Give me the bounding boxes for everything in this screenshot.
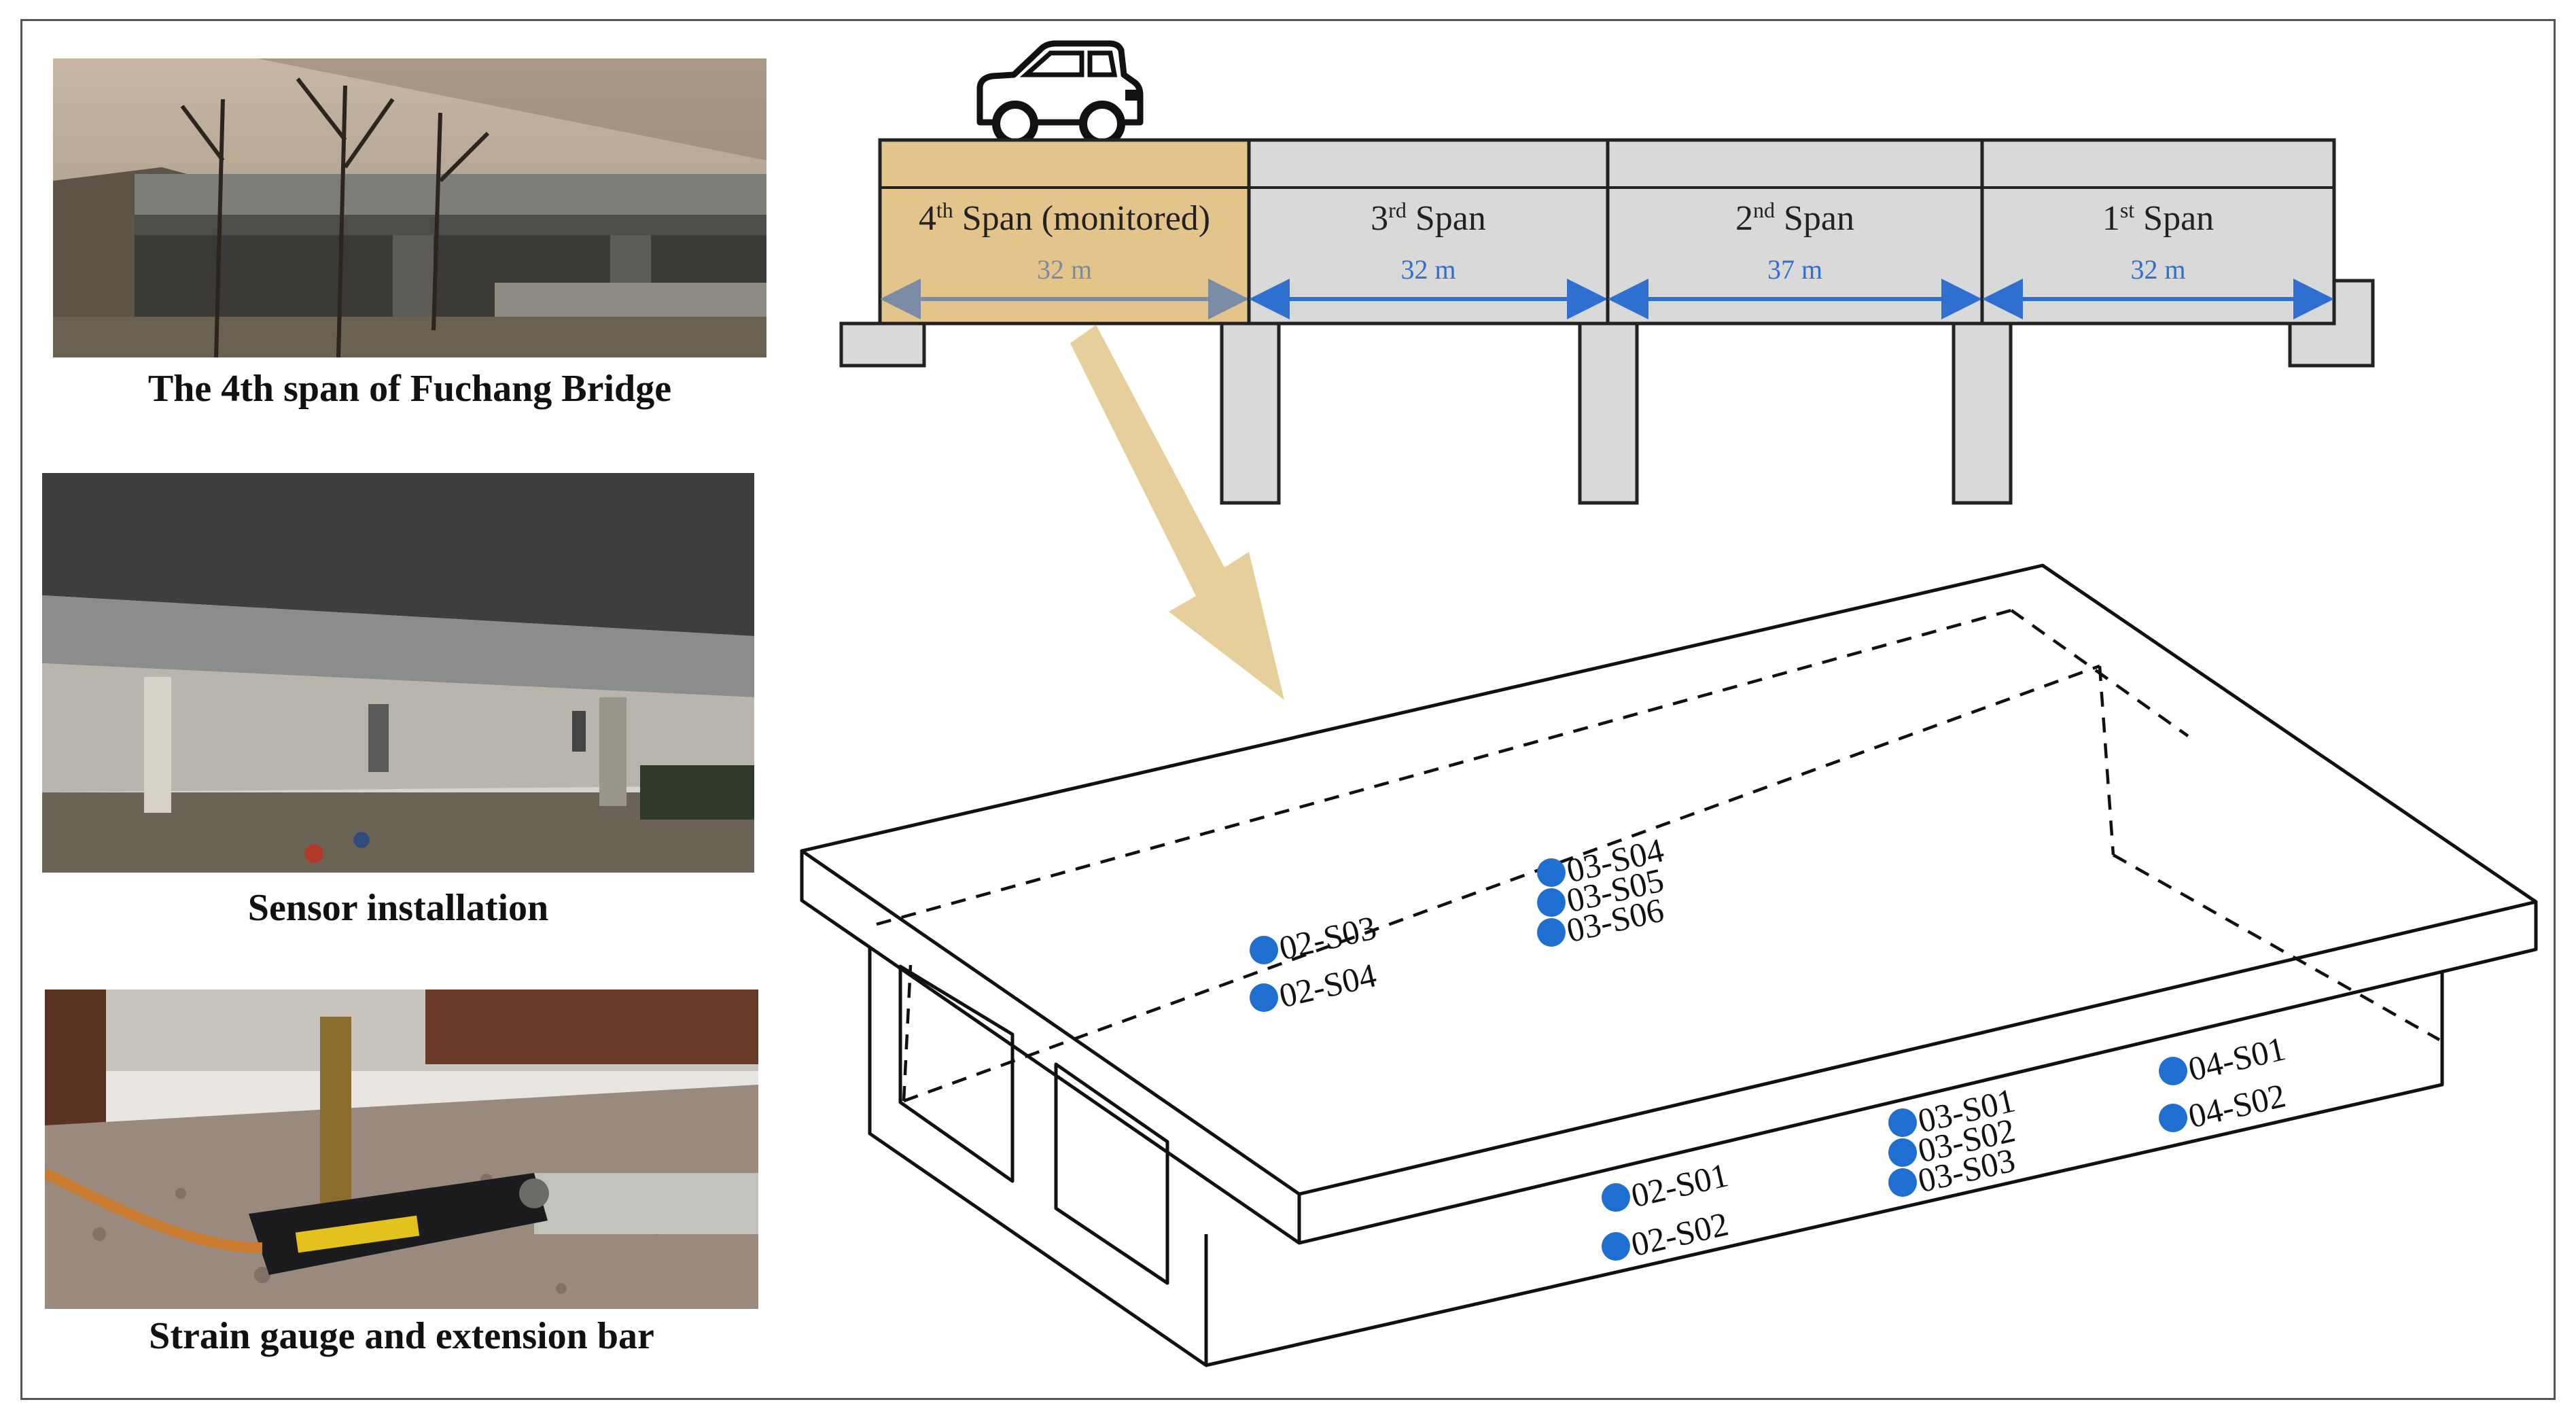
span-elevation: 4th Span (monitored) 32 m 3rd Span 32 m 2nd …	[878, 138, 2336, 326]
car-icon	[976, 40, 1144, 147]
sensor-dot	[1537, 888, 1566, 917]
bridge-supports	[839, 279, 2375, 505]
sensor-dot	[2159, 1104, 2187, 1132]
sensor-label: 02-S02	[1627, 1204, 1731, 1263]
span-1: 1st Span 32 m	[1980, 138, 2336, 326]
sensor-dot	[1250, 936, 1278, 964]
box-girder-3d	[800, 563, 2538, 1367]
span-1-length: 32 m	[2130, 254, 2185, 285]
sensor-02-s02: 02-S02	[1602, 1204, 1732, 1263]
figure-frame	[20, 19, 2556, 1400]
sensor-dot	[1602, 1183, 1630, 1212]
span-3-label: 3rd Span	[1371, 198, 1486, 238]
photo-caption-sensor: Sensor installation	[247, 887, 549, 929]
photo-caption-strain-gauge: Strain gauge and extension bar	[149, 1315, 654, 1357]
sensor-dot	[1888, 1168, 1917, 1197]
sensor-dot	[2159, 1057, 2187, 1085]
span-3-length: 32 m	[1400, 254, 1455, 285]
photo-caption-bridge: The 4th span of Fuchang Bridge	[147, 368, 672, 410]
span-4-length: 32 m	[1037, 254, 1092, 285]
span-2: 2nd Span 37 m	[1606, 138, 1984, 326]
span-1-label: 1st Span	[2102, 198, 2214, 238]
bridge-photo	[53, 58, 766, 357]
sensor-04-s02: 04-S02	[2159, 1076, 2289, 1135]
sensor-dot	[1250, 983, 1278, 1012]
span-2-label: 2nd Span	[1735, 198, 1854, 238]
sensor-dot	[1537, 918, 1566, 947]
span-4: 4th Span (monitored) 32 m	[878, 138, 1251, 326]
span-3: 3rd Span 32 m	[1247, 138, 1610, 326]
span-4-label: 4th Span (monitored)	[919, 198, 1210, 238]
girder-underside-photo	[42, 473, 754, 873]
span-2-length: 37 m	[1767, 254, 1822, 285]
sensor-dot	[1602, 1232, 1630, 1261]
arrow-icon	[1070, 325, 1284, 700]
sensor-dot	[1888, 1138, 1917, 1167]
sensor-dot	[1888, 1108, 1917, 1137]
strain-gauge-photo	[45, 989, 758, 1309]
sensor-dot	[1537, 858, 1566, 887]
